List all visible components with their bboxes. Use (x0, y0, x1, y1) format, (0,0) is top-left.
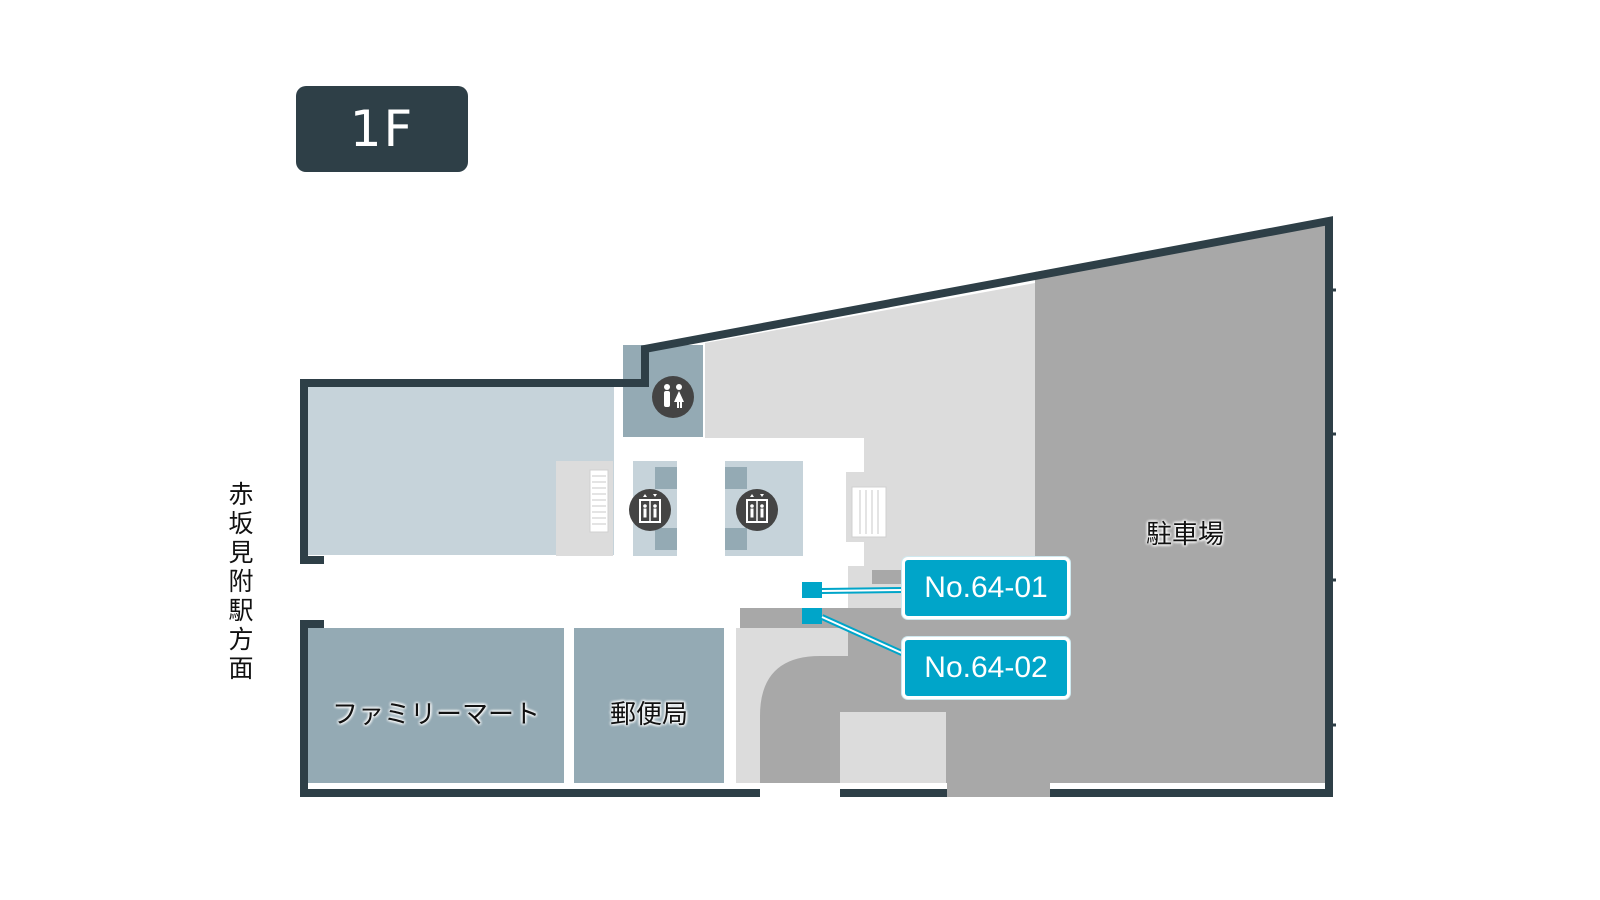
label-parking: 駐車場 (1145, 520, 1224, 550)
parking-area[interactable] (740, 221, 1329, 797)
stair-east (851, 486, 887, 538)
floor-badge: 1F (296, 86, 468, 172)
elevator-icon[interactable] (736, 489, 778, 531)
outer-walls (300, 216, 1333, 797)
marker-64-02[interactable] (802, 608, 906, 657)
elevator-car-w2 (655, 528, 677, 550)
parking-sub-area (840, 712, 946, 783)
elevator-icon[interactable] (629, 489, 671, 531)
entrance-wall-stub-top (300, 556, 324, 564)
marker-callout-64-01[interactable]: No.64-01 (902, 557, 1070, 619)
right-wall-marks (1333, 288, 1336, 727)
marker-64-01[interactable] (802, 582, 905, 598)
stair-east-steps (859, 490, 879, 534)
label-familymart: ファミリーマート (331, 700, 540, 730)
tenant-familymart[interactable] (308, 628, 564, 783)
open-area-north (705, 283, 1035, 608)
stair-west-steps (592, 475, 606, 525)
restroom-icon[interactable] (652, 376, 694, 418)
marker-wall-strip (872, 570, 902, 584)
label-post-office: 郵便局 (609, 700, 688, 730)
elevator-car-e2 (725, 528, 747, 550)
entrance-wall-stub-bottom (300, 620, 324, 628)
tenant-post-office[interactable] (574, 628, 724, 783)
elevator-car-e1 (725, 467, 747, 489)
stair-west (589, 469, 609, 533)
direction-label: 赤坂見附駅 方面 (228, 480, 254, 683)
elevator-car-w1 (655, 467, 677, 489)
ramp-area (736, 628, 848, 783)
marker-callout-64-02[interactable]: No.64-02 (902, 637, 1070, 699)
